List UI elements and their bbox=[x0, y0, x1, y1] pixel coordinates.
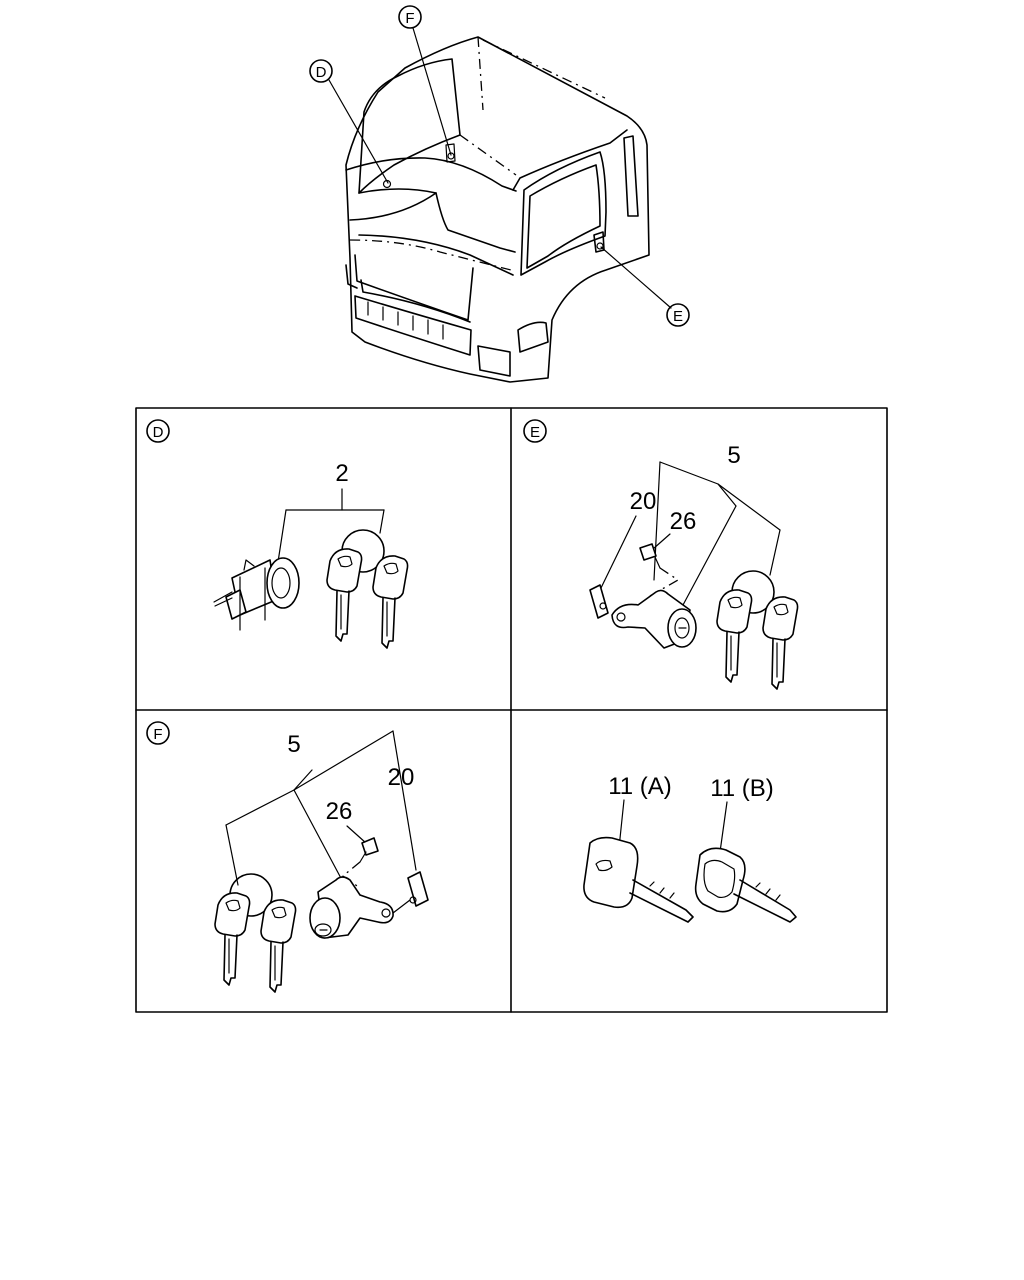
panel-f-screw-number: 26 bbox=[326, 798, 353, 825]
panel-e-screw bbox=[639, 543, 661, 569]
panel-e-letter: E bbox=[530, 424, 540, 441]
callout-e-overview-label: E bbox=[673, 308, 683, 325]
panel-f-kit-number: 5 bbox=[287, 731, 300, 758]
panel-d-kit-number: 2 bbox=[335, 460, 348, 487]
panel-f-bracket-number: 20 bbox=[388, 764, 415, 791]
panel-e-kit-number: 5 bbox=[727, 442, 740, 469]
panel-f: F 5 20 26 bbox=[146, 721, 429, 992]
callout-e-overview: E bbox=[600, 246, 690, 327]
panel-keys: 11 (A) 11 (B) bbox=[583, 773, 797, 923]
panel-f-screw bbox=[359, 837, 379, 863]
callout-d-overview: D bbox=[309, 59, 389, 184]
door-lock-cylinder-left bbox=[309, 876, 411, 939]
panel-d: D 2 bbox=[146, 419, 408, 648]
callout-f-overview-label: F bbox=[405, 10, 414, 27]
truck-cab-illustration bbox=[345, 36, 650, 383]
panel-e-keys bbox=[717, 571, 798, 689]
panel-d-keys bbox=[327, 530, 408, 648]
ignition-lock-cylinder bbox=[213, 557, 300, 631]
key-b-number: 11 (B) bbox=[710, 775, 774, 802]
detail-grid bbox=[135, 407, 888, 1013]
callout-f-overview: F bbox=[398, 5, 452, 156]
door-lock-cylinder-right bbox=[611, 589, 697, 649]
panel-f-keys bbox=[215, 874, 296, 992]
panel-e-screw-number: 26 bbox=[670, 508, 697, 535]
blank-key-a bbox=[583, 836, 694, 923]
panel-f-letter: F bbox=[153, 726, 162, 743]
panel-f-bracket bbox=[407, 871, 429, 907]
panel-e-bracket bbox=[589, 584, 609, 619]
panel-d-letter: D bbox=[153, 424, 164, 441]
blank-key-b bbox=[694, 847, 797, 923]
callout-d-overview-label: D bbox=[316, 64, 327, 81]
panel-e-bracket-number: 20 bbox=[630, 488, 657, 515]
key-a-number: 11 (A) bbox=[608, 773, 672, 800]
panel-e: E 5 20 26 bbox=[523, 419, 798, 689]
